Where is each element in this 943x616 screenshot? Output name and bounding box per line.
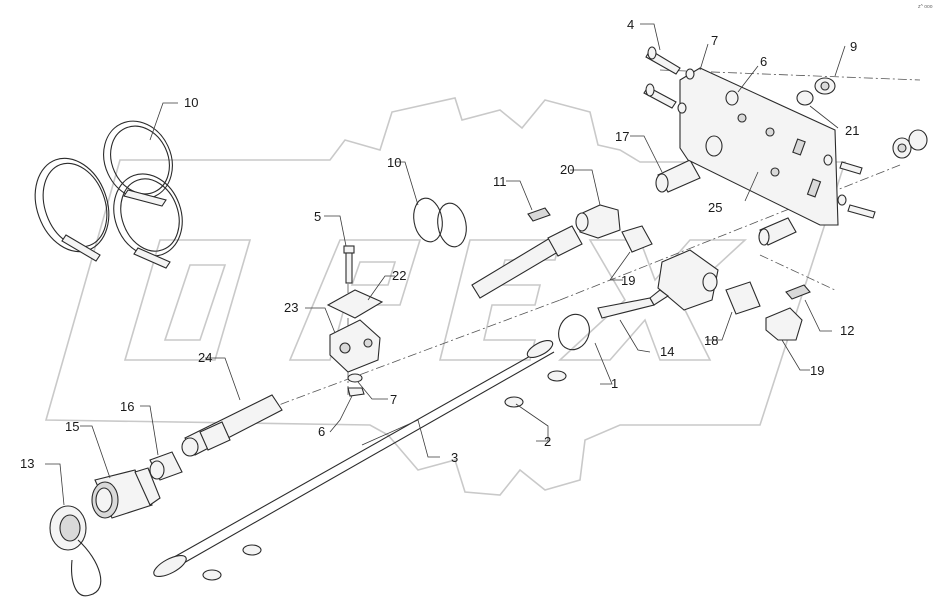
callout-18: 17 bbox=[615, 129, 629, 144]
callout-3: 3 bbox=[451, 450, 458, 465]
callout-9: 10 bbox=[387, 155, 401, 170]
part-18-fitting bbox=[655, 159, 701, 193]
part-11-clip bbox=[527, 207, 551, 222]
part-3-cable bbox=[153, 340, 555, 578]
part-6-nut bbox=[347, 387, 365, 397]
callout-14: 14 bbox=[660, 344, 674, 359]
callout-8: 9 bbox=[850, 39, 857, 54]
part-2-clips bbox=[202, 370, 567, 581]
callout-12-label: 12 bbox=[840, 323, 854, 338]
callout-25: 25 bbox=[708, 200, 722, 215]
callout-15: 15 bbox=[65, 419, 79, 434]
callout-20: 20 bbox=[560, 162, 574, 177]
callout-7-upper: 7 bbox=[711, 33, 718, 48]
part-24-hose bbox=[181, 394, 283, 457]
corner-mark: z^ ooo bbox=[918, 4, 933, 10]
part-10-cable-ties bbox=[34, 120, 183, 269]
callout-19-label: 19 bbox=[810, 363, 824, 378]
part-22-plate bbox=[326, 289, 384, 319]
part-12-clip bbox=[785, 284, 811, 300]
callout-1: 1 bbox=[611, 376, 618, 391]
part-17-fitting-a bbox=[621, 225, 653, 253]
callout-labels: 4 7 6 9 21 17 25 20 11 10 12 10 5 22 23 … bbox=[20, 17, 859, 471]
part-23-clamp-block bbox=[329, 319, 381, 373]
callout-4: 4 bbox=[627, 17, 634, 32]
part-16-adapter bbox=[149, 451, 183, 481]
callout-6-lower: 6 bbox=[318, 424, 325, 439]
part-20-tee-fitting bbox=[575, 204, 621, 239]
callout-7-lower: 7 bbox=[390, 392, 397, 407]
part-8-nuts bbox=[814, 77, 912, 159]
valve-block bbox=[657, 249, 719, 311]
part-4-bolts bbox=[643, 46, 876, 219]
part-17-fitting-b bbox=[725, 281, 761, 315]
callout-21: 21 bbox=[845, 123, 859, 138]
callout-23: 23 bbox=[284, 300, 298, 315]
part-7-washers-upper bbox=[677, 68, 847, 206]
part-9-rings bbox=[413, 197, 467, 248]
callout-5: 5 bbox=[314, 209, 321, 224]
opex-watermark bbox=[44, 97, 847, 496]
part-6-nut-upper bbox=[725, 90, 739, 106]
part-7-washer bbox=[347, 373, 363, 383]
callout-6-upper: 6 bbox=[760, 54, 767, 69]
part-21-nuts bbox=[796, 90, 928, 151]
callout-10-label: 10 bbox=[184, 95, 198, 110]
callout-24: 24 bbox=[198, 350, 212, 365]
callout-11: 11 bbox=[493, 174, 507, 189]
part-15-quick-coupler bbox=[91, 467, 161, 519]
callout-16: 16 bbox=[120, 399, 134, 414]
part-19-elbow bbox=[765, 307, 803, 341]
part-25-bracket bbox=[679, 67, 839, 226]
part-13-dust-cap bbox=[49, 505, 102, 597]
callout-17-lower: 18 bbox=[704, 333, 718, 348]
callout-13: 13 bbox=[20, 456, 34, 471]
part-14-lever bbox=[597, 289, 669, 319]
leader-lines bbox=[45, 23, 846, 506]
part-1-o-ring bbox=[558, 313, 590, 351]
callout-22: 22 bbox=[392, 268, 406, 283]
part-5-bolt bbox=[343, 245, 355, 284]
fitting-right bbox=[758, 217, 797, 246]
part-14-hose-line bbox=[471, 225, 583, 299]
callout-2: 2 bbox=[544, 434, 551, 449]
callout-17-upper-label: 19 bbox=[621, 273, 635, 288]
